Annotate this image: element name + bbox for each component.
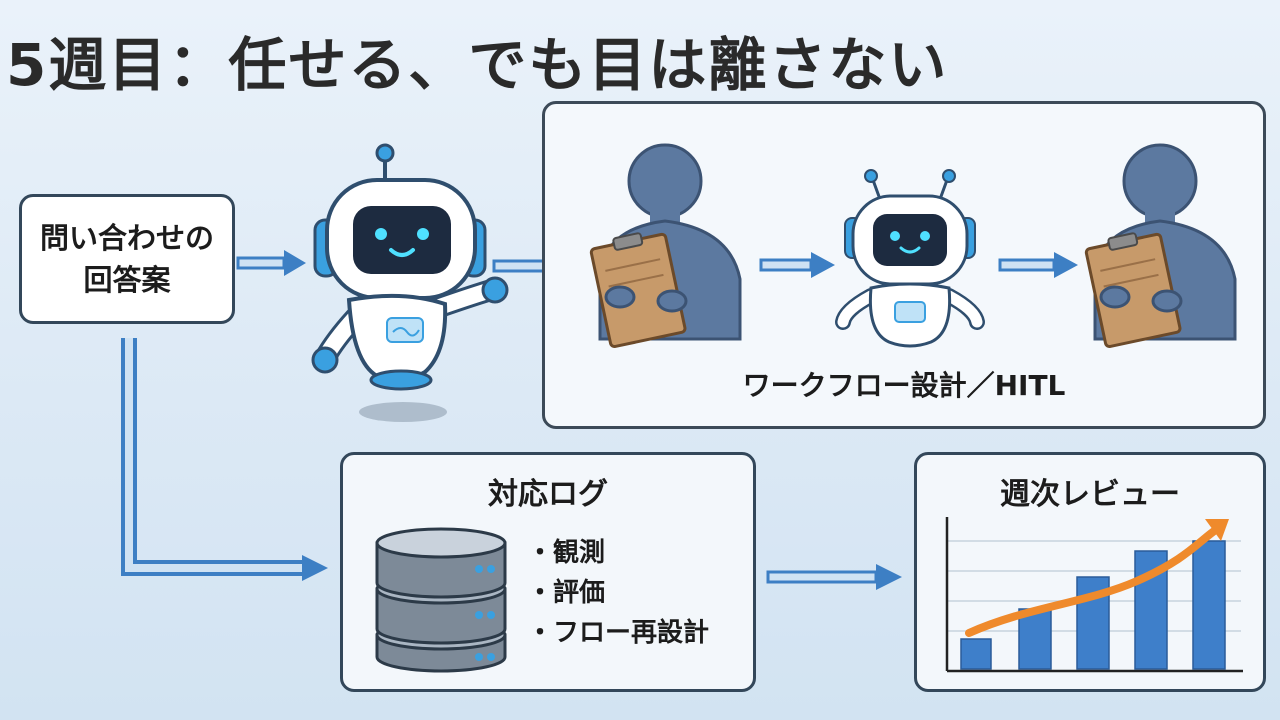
inquiry-box: 問い合わせの 回答案 — [19, 194, 235, 324]
arrow-inquiry-to-robot — [236, 250, 306, 276]
reviewer-person-icon-left — [589, 143, 742, 349]
arrow-reviewer-to-robot — [759, 252, 835, 278]
database-icon — [375, 527, 507, 673]
workflow-robot-icon — [835, 169, 985, 348]
page-title: 5週目：任せる、でも目は離さない — [6, 31, 949, 99]
log-item-redesign: ・フロー再設計 — [527, 618, 710, 648]
review-title: 週次レビュー — [1000, 477, 1180, 512]
arrow-log-to-review — [766, 564, 902, 590]
log-item-evaluate: ・評価 — [527, 578, 606, 608]
arrow-robot-to-reviewer — [998, 252, 1078, 278]
log-item-observe: ・観測 — [527, 538, 606, 568]
log-title: 対応ログ — [488, 477, 608, 512]
inquiry-line-2: 回答案 — [83, 263, 171, 297]
reviewer-person-icon-right — [1084, 143, 1237, 349]
workflow-box: ワークフロー設計／HITL — [542, 101, 1266, 429]
growth-bar-chart-icon — [945, 517, 1243, 673]
robot-agent-illustration — [311, 143, 509, 422]
weekly-review-box: 週次レビュー — [914, 452, 1266, 692]
workflow-label: ワークフロー設計／HITL — [742, 369, 1066, 402]
inquiry-line-1: 問い合わせの — [39, 220, 214, 255]
log-bullet-list: ・観測 ・評価 ・フロー再設計 — [527, 533, 709, 653]
log-box: 対応ログ ・観測 ・評価 ・フロー再設計 — [340, 452, 756, 692]
arrow-inquiry-to-log — [121, 338, 328, 581]
